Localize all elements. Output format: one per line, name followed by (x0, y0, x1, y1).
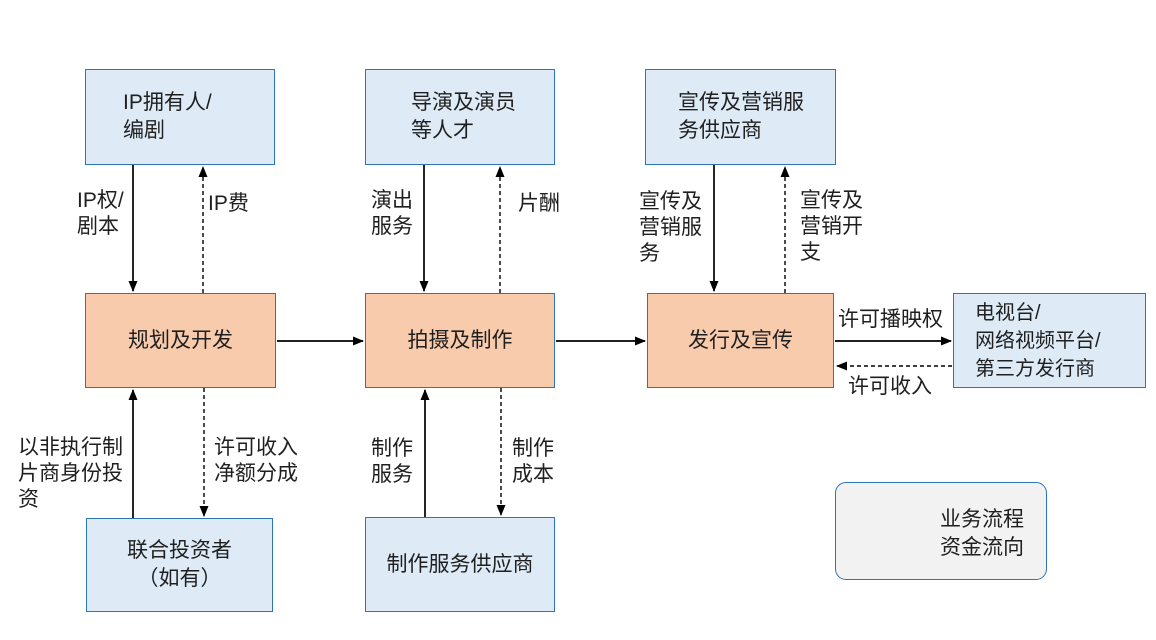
box-broadcaster: 电视台/ 网络视频平台/ 第三方发行商 (953, 293, 1146, 388)
legend (835, 482, 1047, 580)
box-ip-owner: IP拥有人/ 编剧 (85, 69, 275, 165)
label-non-exec-investment: 以非执行制 片商身份投 资 (18, 436, 123, 511)
label-remuneration: 片酬 (518, 192, 560, 215)
box-marketing-provider: 宣传及营销服 务供应商 (645, 69, 836, 165)
label-marketing-expense: 宣传及 营销开 支 (800, 189, 863, 264)
box-planning: 规划及开发 (85, 293, 276, 388)
label-production-cost: 制作 成本 (512, 437, 554, 486)
label-performance-service: 演出 服务 (371, 189, 413, 238)
legend-money-flow-label: 资金流向 (940, 536, 1024, 559)
label-ip-fee: IP费 (208, 192, 249, 215)
label-license-income: 许可收入 (848, 375, 932, 398)
box-production-provider: 制作服务供应商 (365, 517, 555, 612)
legend-business-flow-label: 业务流程 (940, 508, 1024, 531)
label-license-income-share: 许可收入 净额分成 (214, 436, 298, 485)
label-broadcast-license: 许可播映权 (838, 308, 943, 331)
box-production: 拍摄及制作 (365, 293, 555, 388)
label-marketing-service: 宣传及 营销服 务 (639, 190, 702, 265)
label-production-service: 制作 服务 (371, 437, 413, 486)
box-distribution: 发行及宣传 (647, 293, 834, 388)
box-co-investor: 联合投资者 （如有） (86, 518, 273, 612)
box-talent: 导演及演员 等人才 (365, 69, 555, 165)
label-ip-rights: IP权/ 剧本 (77, 189, 124, 238)
